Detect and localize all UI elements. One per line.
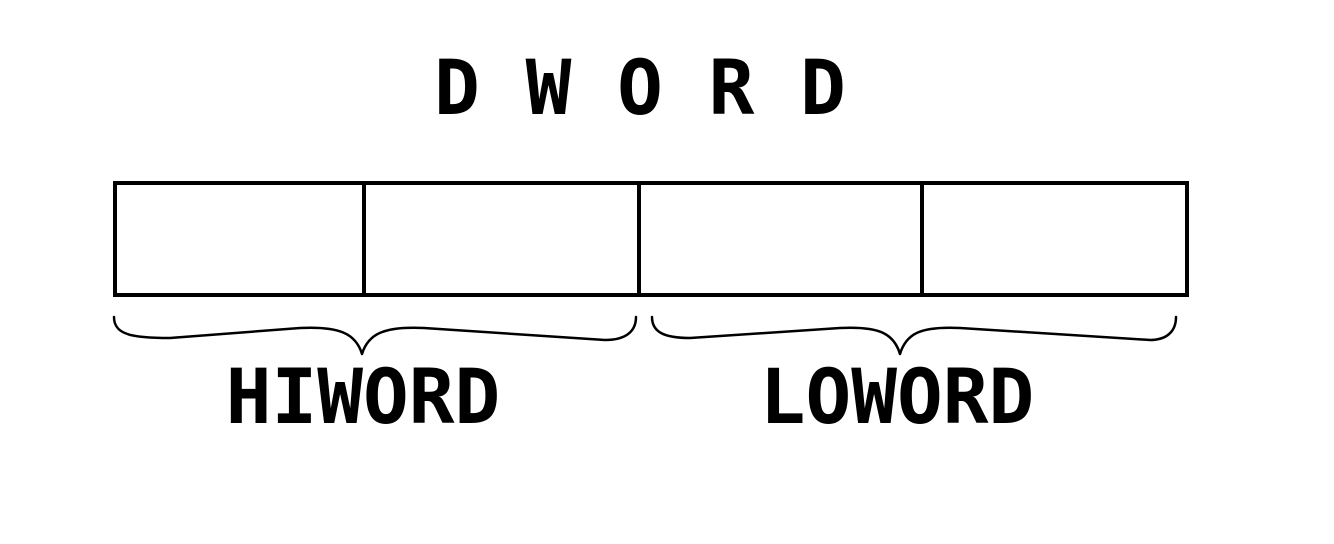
dword-register — [113, 181, 1189, 297]
hiword-brace — [112, 315, 638, 356]
byte-cell-4 — [920, 181, 1189, 297]
byte-cell-2 — [362, 181, 641, 297]
hiword-label: HIWORD — [226, 352, 501, 441]
byte-cell-1 — [113, 181, 366, 297]
byte-cell-3 — [637, 181, 924, 297]
loword-label: LOWORD — [760, 352, 1035, 441]
loword-group: LOWORD — [650, 315, 1178, 441]
loword-brace — [650, 315, 1178, 356]
hiword-group: HIWORD — [112, 315, 638, 441]
diagram-title: D W O R D — [434, 43, 846, 132]
